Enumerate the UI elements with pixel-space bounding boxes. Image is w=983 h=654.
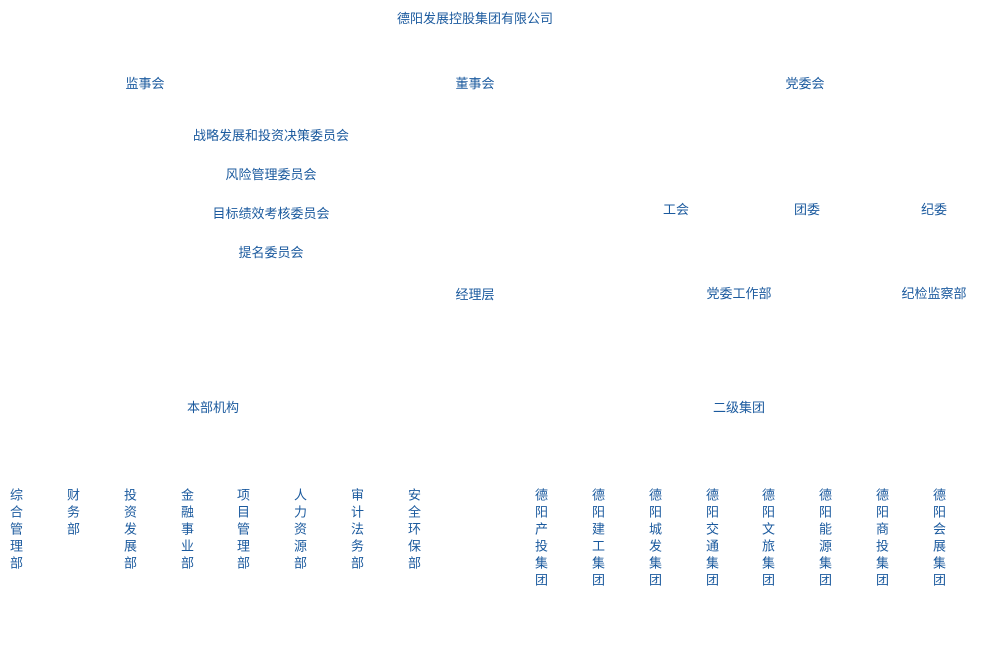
subsidiary-group-node: 德阳文旅集团 bbox=[759, 488, 774, 590]
hq-department-node: 安全环保部 bbox=[405, 488, 420, 573]
board-committee-node: 提名委员会 bbox=[238, 246, 304, 261]
mass-org-node: 团委 bbox=[793, 203, 821, 218]
subsidiary-group-node: 德阳产投集团 bbox=[532, 488, 547, 590]
management-node: 经理层 bbox=[455, 288, 495, 303]
supervisory-board-node: 监事会 bbox=[125, 77, 165, 92]
mass-org-node: 纪委 bbox=[920, 203, 948, 218]
hq-department-node: 人力资源部 bbox=[291, 488, 306, 573]
board-committee-node: 风险管理委员会 bbox=[225, 168, 317, 183]
hq-department-node: 综合管理部 bbox=[7, 488, 22, 573]
subsidiary-group-node: 德阳城发集团 bbox=[646, 488, 661, 590]
board-committee-node: 目标绩效考核委员会 bbox=[212, 207, 330, 222]
subsidiary-group-node: 德阳交通集团 bbox=[703, 488, 718, 590]
headquarters-node: 本部机构 bbox=[186, 401, 240, 416]
board-committee-node: 战略发展和投资决策委员会 bbox=[192, 129, 350, 144]
discipline-office-node: 纪检监察部 bbox=[901, 287, 967, 302]
board-of-directors-node: 董事会 bbox=[455, 77, 495, 92]
party-committee-office-node: 党委工作部 bbox=[706, 287, 772, 302]
hq-department-node: 项目管理部 bbox=[234, 488, 249, 573]
hq-department-node: 投资发展部 bbox=[121, 488, 136, 573]
subsidiary-group-node: 德阳建工集团 bbox=[589, 488, 604, 590]
subsidiary-group-node: 德阳商投集团 bbox=[873, 488, 888, 590]
subsidiary-group-node: 德阳会展集团 bbox=[930, 488, 945, 590]
hq-department-node: 审计法务部 bbox=[348, 488, 363, 573]
hq-department-node: 财务部 bbox=[64, 488, 79, 539]
secondary-groups-node: 二级集团 bbox=[712, 401, 766, 416]
company-node: 德阳发展控股集团有限公司 bbox=[396, 12, 554, 27]
mass-org-node: 工会 bbox=[662, 203, 690, 218]
subsidiary-group-node: 德阳能源集团 bbox=[816, 488, 831, 590]
hq-department-node: 金融事业部 bbox=[178, 488, 193, 573]
party-committee-node: 党委会 bbox=[785, 77, 825, 92]
